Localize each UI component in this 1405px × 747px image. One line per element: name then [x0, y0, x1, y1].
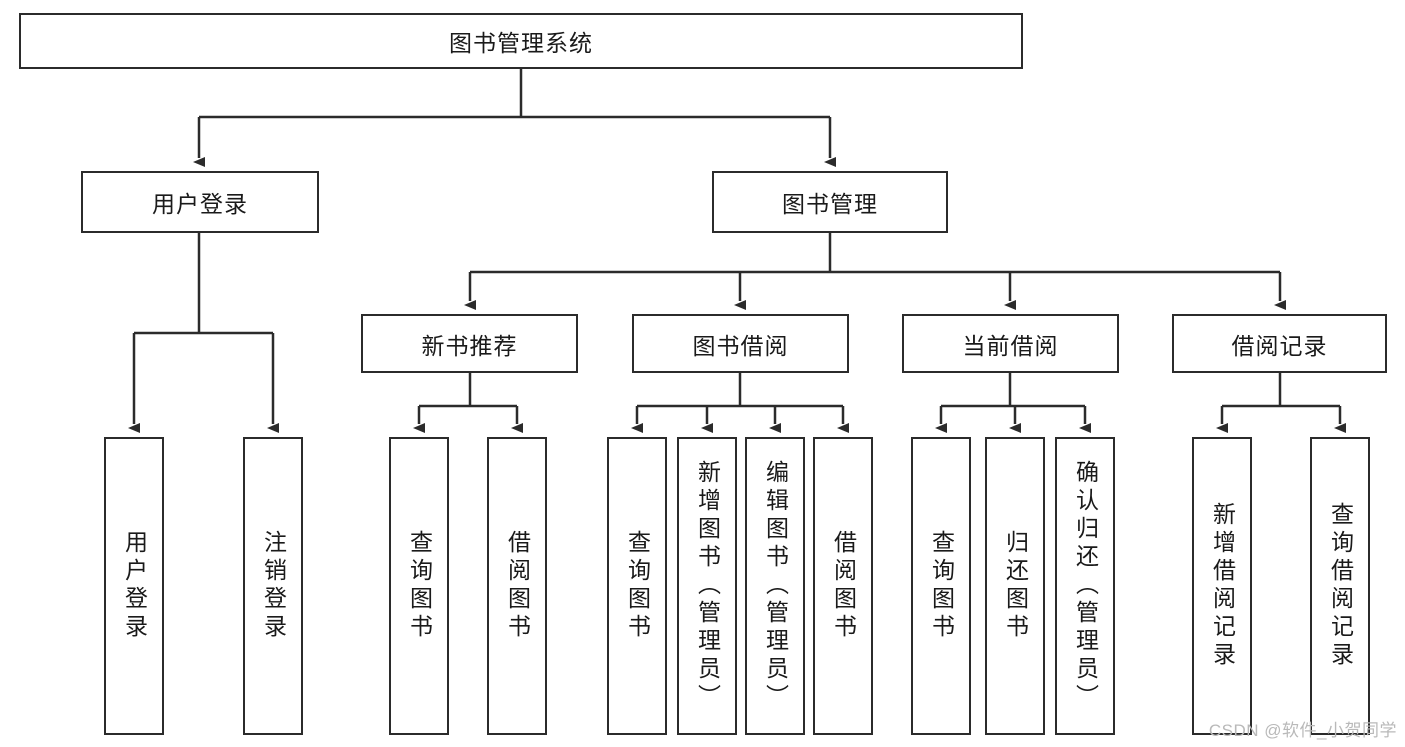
- node-borrow-record[interactable]: 借阅记录: [1172, 314, 1387, 373]
- node-book-manage-label: 图书管理: [782, 191, 878, 217]
- node-leaf-add-record-label: 新增借阅记录: [1209, 502, 1236, 670]
- node-current-borrow[interactable]: 当前借阅: [902, 314, 1119, 373]
- node-leaf-add-book-label: 新增图书（管理员）: [694, 460, 721, 712]
- edge-current-borrow-to-leaves: [935, 373, 1091, 433]
- edge-root-to-level2: [193, 69, 836, 167]
- node-leaf-borrow-book-2[interactable]: 借阅图书: [813, 437, 873, 735]
- node-book-borrow-label: 图书借阅: [692, 332, 789, 359]
- node-leaf-return-book-label: 归还图书: [1002, 530, 1029, 642]
- node-leaf-query-book-2[interactable]: 查询图书: [607, 437, 667, 735]
- node-borrow-record-label: 借阅记录: [1231, 332, 1328, 359]
- node-leaf-user-login[interactable]: 用户登录: [104, 437, 164, 735]
- node-leaf-query-record[interactable]: 查询借阅记录: [1310, 437, 1370, 735]
- node-user-login[interactable]: 用户登录: [81, 171, 319, 233]
- edge-user-login-to-leaves: [128, 233, 279, 433]
- node-leaf-user-logout-label: 注销登录: [260, 530, 287, 642]
- node-leaf-confirm-return-label: 确认归还（管理员）: [1072, 460, 1099, 712]
- node-leaf-add-record[interactable]: 新增借阅记录: [1192, 437, 1252, 735]
- node-current-borrow-label: 当前借阅: [962, 332, 1059, 359]
- node-leaf-query-book-1-label: 查询图书: [406, 530, 433, 642]
- node-leaf-add-book[interactable]: 新增图书（管理员）: [677, 437, 737, 735]
- node-book-manage[interactable]: 图书管理: [712, 171, 948, 233]
- node-leaf-edit-book[interactable]: 编辑图书（管理员）: [745, 437, 805, 735]
- node-leaf-user-logout[interactable]: 注销登录: [243, 437, 303, 735]
- node-new-book-recommend[interactable]: 新书推荐: [361, 314, 578, 373]
- node-leaf-edit-book-label: 编辑图书（管理员）: [762, 460, 789, 712]
- node-new-book-recommend-label: 新书推荐: [421, 332, 518, 359]
- node-leaf-borrow-book-1-label: 借阅图书: [504, 530, 531, 642]
- node-leaf-query-book-3[interactable]: 查询图书: [911, 437, 971, 735]
- edge-book-borrow-to-leaves: [631, 373, 849, 433]
- node-leaf-confirm-return[interactable]: 确认归还（管理员）: [1055, 437, 1115, 735]
- node-user-login-label: 用户登录: [152, 191, 248, 217]
- node-leaf-query-book-1[interactable]: 查询图书: [389, 437, 449, 735]
- node-leaf-query-record-label: 查询借阅记录: [1327, 502, 1354, 670]
- node-root-label: 图书管理系统: [449, 30, 593, 56]
- edge-new-book-recommend-to-leaves: [413, 373, 523, 433]
- edge-book-manage-to-level3: [464, 233, 1286, 310]
- node-leaf-borrow-book-1[interactable]: 借阅图书: [487, 437, 547, 735]
- node-book-borrow[interactable]: 图书借阅: [632, 314, 849, 373]
- csdn-watermark: CSDN @软件_小贺同学: [1208, 721, 1397, 740]
- edge-borrow-record-to-leaves: [1216, 373, 1346, 433]
- node-root[interactable]: 图书管理系统: [19, 13, 1023, 69]
- node-leaf-borrow-book-2-label: 借阅图书: [830, 530, 857, 642]
- node-leaf-query-book-2-label: 查询图书: [624, 530, 651, 642]
- node-leaf-return-book[interactable]: 归还图书: [985, 437, 1045, 735]
- node-leaf-user-login-label: 用户登录: [121, 530, 148, 642]
- node-leaf-query-book-3-label: 查询图书: [928, 530, 955, 642]
